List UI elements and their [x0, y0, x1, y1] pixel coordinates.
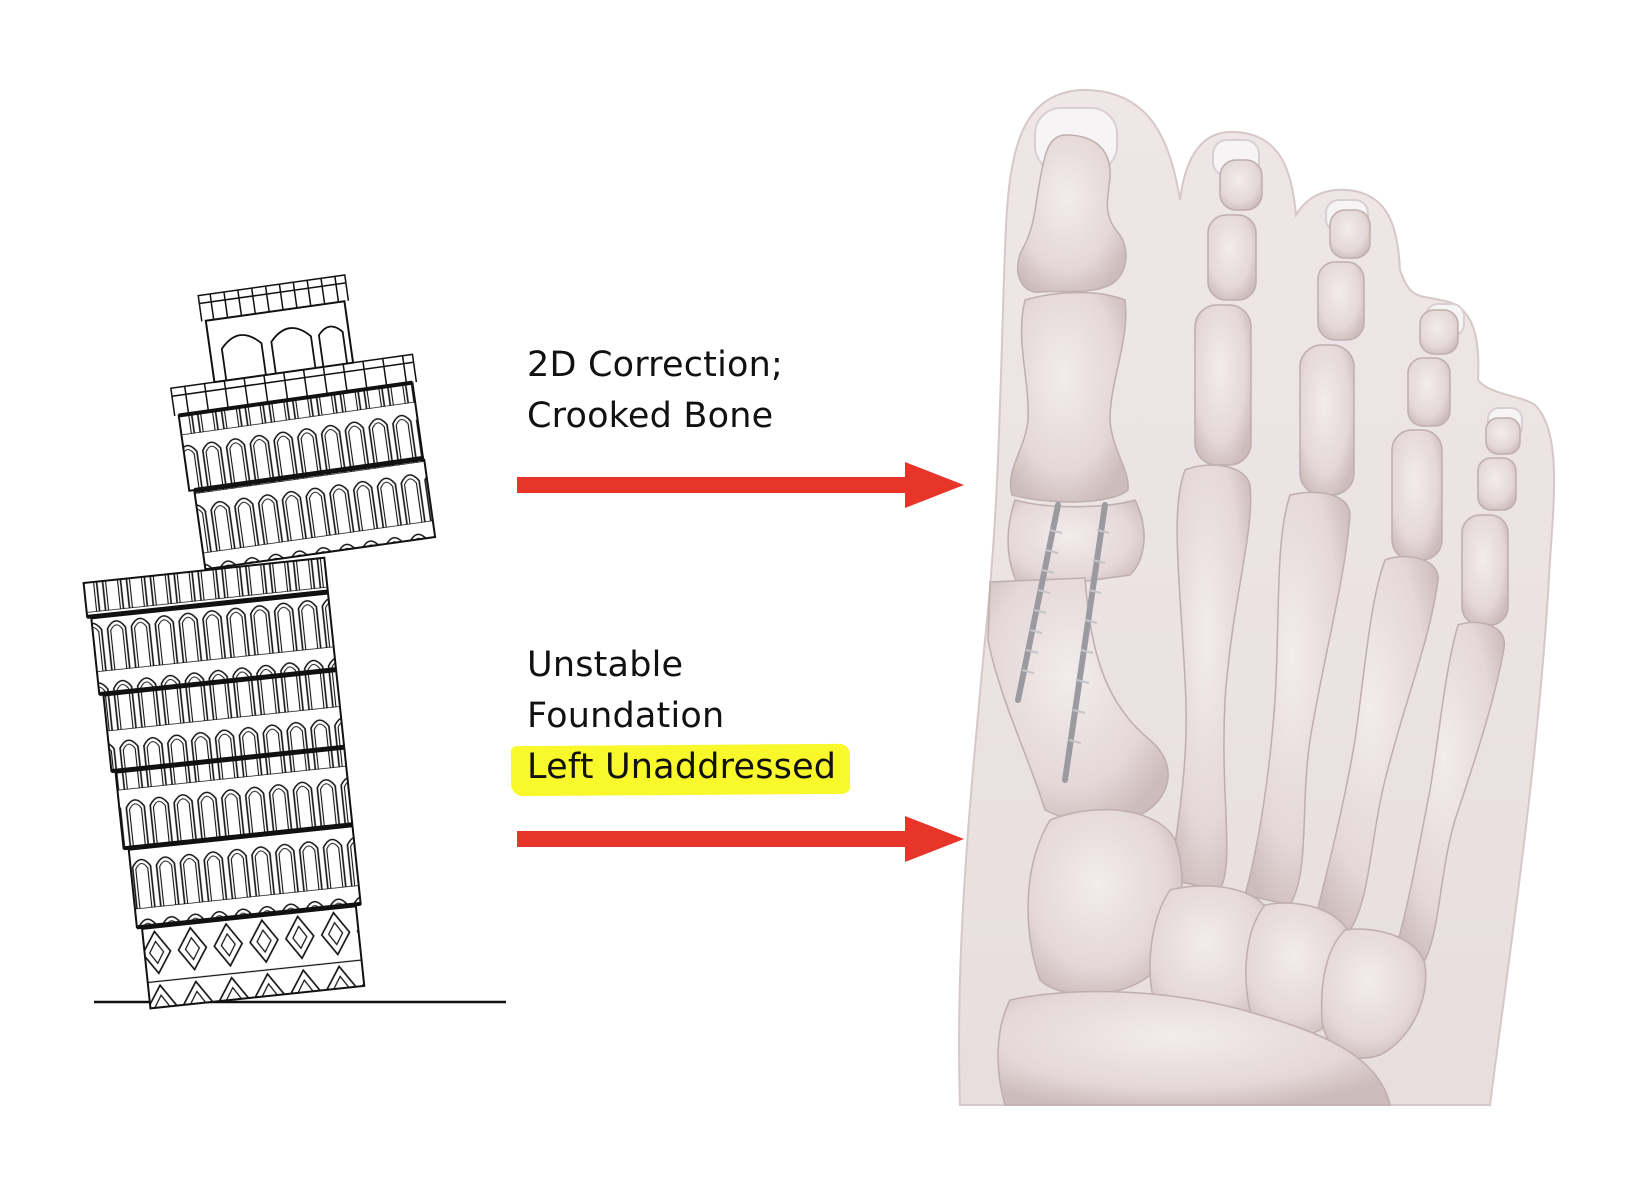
arrow-top: [517, 462, 964, 508]
arrow-bottom: [517, 816, 964, 862]
tower-belfry-arches: [220, 325, 349, 381]
label-unstable-foundation-line3-wrap: Left Unaddressed: [527, 742, 836, 793]
leaning-tower-drawing: [82, 274, 506, 1010]
tower-cornice-lines: [86, 589, 361, 930]
tower-upper-section: [170, 274, 437, 571]
label-2d-correction-line2: Crooked Bone: [527, 396, 774, 436]
highlighted-text: Left Unaddressed: [527, 742, 836, 793]
tarsal-bones: [997, 808, 1427, 1106]
label-2d-correction-line1: 2D Correction;: [527, 345, 784, 385]
lesser-metatarsals: [1169, 464, 1505, 961]
big-toe-bones: [1007, 134, 1145, 591]
tower-top-railing: [197, 274, 350, 322]
label-2d-correction: 2D Correction; Crooked Bone: [527, 340, 783, 442]
foot-skeleton-with-screws: [958, 88, 1556, 1106]
label-unstable-foundation-line1: Unstable: [527, 645, 684, 685]
screw-threads: [1021, 529, 1110, 744]
label-unstable-foundation: Unstable Foundation Left Unaddressed: [527, 640, 836, 793]
tower-belfry: [204, 300, 355, 384]
fixation-screws: [1015, 502, 1108, 783]
lesser-toe-bones: [1194, 159, 1521, 626]
label-unstable-foundation-line2: Foundation: [527, 696, 725, 736]
tower-lower-section: [82, 556, 366, 1010]
tower-upper-cornice: [178, 380, 425, 493]
